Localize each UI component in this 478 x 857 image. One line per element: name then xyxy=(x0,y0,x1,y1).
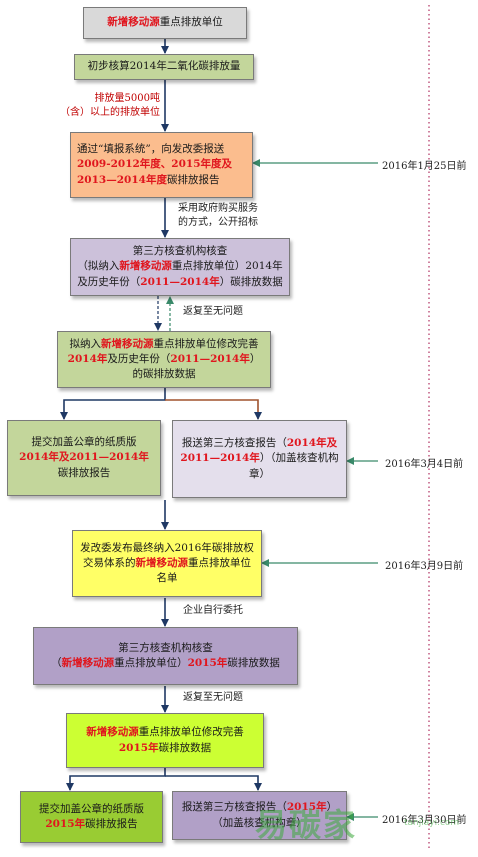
box-text: 第三方核查机构核查 xyxy=(118,641,213,654)
highlight-text: 2011—2014年 xyxy=(170,352,250,365)
box-text: 碳排放数据 xyxy=(158,741,212,754)
box-text: 重点排放单位修改完善 xyxy=(138,726,244,739)
box-text: 提交加盖公章的纸质版 xyxy=(39,802,144,815)
node-new-mobile-source-unit: 新增移动源重点排放单位 xyxy=(83,7,247,39)
highlight-text: 2014年 xyxy=(67,352,108,365)
highlight-text: 2014年及2011—2014年 xyxy=(180,437,338,465)
box-text: 报送第三方核查报告（ xyxy=(181,437,287,450)
box-text: 发改委发布最终纳入2016年碳排放权交易体系的 xyxy=(80,541,254,569)
node-ndrc-publish-list: 发改委发布最终纳入2016年碳排放权交易体系的新增移动源重点排放单位名单 xyxy=(72,530,262,597)
entrust-label: 企业自行委托 xyxy=(183,605,243,616)
box-text: 提交加盖公章的纸质版 xyxy=(31,436,137,449)
box-text: 重点排放单位名单 xyxy=(156,556,252,585)
box-text: ）（加盖核查机构章） xyxy=(212,801,338,829)
node-submit-report-via-system: 通过“填报系统”，向发改委报送 2009-2012年度、2015年度及2013—2… xyxy=(70,132,253,198)
procurement-label: 采用政府购买服务 的方式，公开招标 xyxy=(178,203,258,228)
deadline-mar-30: 2016年3月30日前 xyxy=(382,815,467,826)
watermark-url: tanjiayi.com xyxy=(404,818,460,828)
threshold-label: 排放量5000吨 （含）以上的排放单位 xyxy=(60,93,160,118)
highlight-text: 新增移动源 xyxy=(61,657,115,669)
node-revise-emission-data-2: 新增移动源重点排放单位修改完善 2015年碳排放数据 xyxy=(66,713,264,768)
highlight-text: 新增移动源 xyxy=(86,726,139,739)
box-text: 重点排放单位 xyxy=(159,16,223,29)
node-submit-paper-report-2: 提交加盖公章的纸质版 2015年碳排放报告 xyxy=(20,791,163,843)
highlight-text: 新增移动源 xyxy=(107,16,160,29)
arrow-b5-b7 xyxy=(165,399,262,420)
box-text: 报送第三方核查报告（ xyxy=(181,801,287,814)
highlight-text: 2015年 xyxy=(45,818,86,830)
node-third-party-verification-2: 第三方核查机构核查 （新增移动源重点排放单位）2015年碳排放数据 xyxy=(33,627,298,685)
box-text: 拟纳入 xyxy=(69,337,102,350)
arrow-b10-b11 xyxy=(66,768,166,791)
box-text: （ xyxy=(51,657,62,669)
deadline-mar-4: 2016年3月4日前 xyxy=(385,459,464,470)
deadline-mar-9: 2016年3月9日前 xyxy=(385,561,464,572)
box-text: 碳排放数据 xyxy=(227,657,280,669)
box-text: ）的碳排放数据 xyxy=(132,352,261,381)
highlight-text: 2015年 xyxy=(118,741,159,754)
box-text: 重点排放单位）2014年及历史年份（ xyxy=(77,260,283,288)
node-initial-calculation: 初步核算2014年二氧化碳排放量 xyxy=(74,54,254,80)
highlight-text: 新增移动源 xyxy=(101,337,154,350)
watermark-logo: 易碳家 xyxy=(255,806,358,844)
box-text: 碳排放报告 xyxy=(57,466,111,479)
box-text: （拟纳入 xyxy=(77,260,120,273)
deadline-jan-25: 2016年1月25日前 xyxy=(382,161,467,172)
highlight-text: 2015年 xyxy=(286,801,327,814)
highlight-text: 2009-2012年度、2015年度及2013—2014年度 xyxy=(77,158,233,186)
node-submit-verification-report-1: 报送第三方核查报告（2014年及2011—2014年）（加盖核查机构章） xyxy=(172,420,347,498)
arrow-b5-b6 xyxy=(60,388,166,420)
highlight-text: 2014年及2011—2014年 xyxy=(19,451,149,464)
feedback-label-2: 返复至无问题 xyxy=(183,692,243,703)
node-revise-emission-data-1: 拟纳入新增移动源重点排放单位修改完善 2014年及历史年份（2011—2014年）… xyxy=(57,331,271,388)
box-text: ）（加盖核查机构章） xyxy=(249,452,339,480)
node-submit-verification-report-2: 报送第三方核查报告（2015年）（加盖核查机构章） xyxy=(172,791,347,840)
box-text: 通过“填报系统”，向发改委报送 xyxy=(77,143,225,156)
feedback-label-1: 返复至无问题 xyxy=(183,306,243,317)
node-third-party-verification-1: 第三方核查机构核查 （拟纳入新增移动源重点排放单位）2014年及历史年份（2011… xyxy=(70,238,290,296)
box-text: 初步核算2014年二氧化碳排放量 xyxy=(87,60,241,73)
highlight-text: 2011—2014年 xyxy=(140,275,220,288)
box-text: 碳排放报告 xyxy=(85,818,138,830)
box-text: 第三方核查机构核查 xyxy=(132,245,228,258)
node-submit-paper-report-1: 提交加盖公章的纸质版 2014年及2011—2014年碳排放报告 xyxy=(7,420,161,496)
arrow-b10-b12 xyxy=(165,775,262,791)
box-text: 及历史年份（ xyxy=(107,352,171,365)
highlight-text: 新增移动源 xyxy=(119,260,172,273)
box-text: 碳排放报告 xyxy=(166,173,220,186)
highlight-text: 新增移动源 xyxy=(135,556,189,569)
highlight-text: 2015年 xyxy=(187,657,228,669)
box-text: 重点排放单位修改完善 xyxy=(153,337,259,350)
box-text: 重点排放单位） xyxy=(114,657,188,669)
box-text: ）碳排放数据 xyxy=(219,275,283,288)
